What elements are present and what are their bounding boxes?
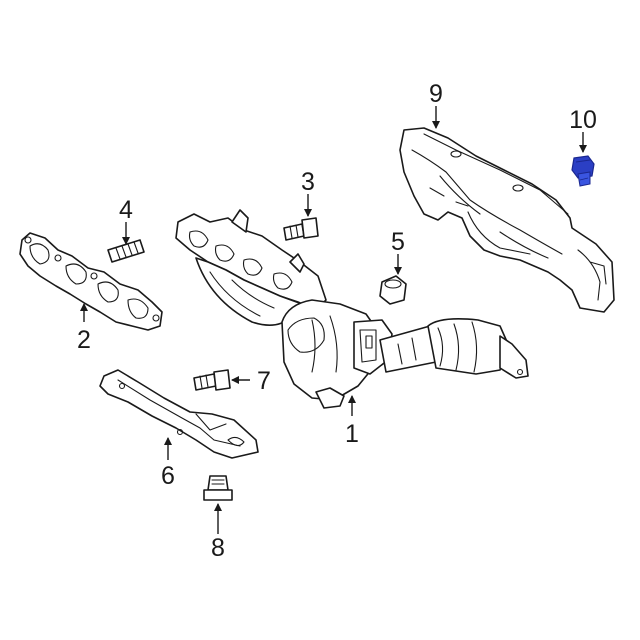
callout-6: 6 (161, 462, 175, 490)
part-2-manifold-gasket[interactable] (19, 232, 163, 331)
callout-lines (80, 106, 587, 534)
callout-1: 1 (345, 420, 359, 448)
callout-7: 7 (257, 367, 271, 395)
callout-4: 4 (119, 196, 133, 224)
part-10-bolt-highlighted[interactable] (571, 155, 595, 187)
part-6-lower-heat-shield[interactable] (99, 369, 259, 459)
part-1-exhaust-manifold-converter[interactable] (175, 209, 529, 409)
callout-10: 10 (569, 106, 597, 134)
part-7-bolt[interactable] (193, 369, 231, 391)
part-3-bolt[interactable] (283, 217, 319, 241)
callout-8: 8 (211, 534, 225, 562)
callout-3: 3 (301, 168, 315, 196)
part-9-upper-heat-shield[interactable] (399, 127, 615, 313)
callout-2: 2 (77, 326, 91, 354)
callout-5: 5 (391, 228, 405, 256)
callout-9: 9 (429, 80, 443, 108)
part-8-bolt[interactable] (203, 475, 233, 501)
part-5-nut[interactable] (379, 275, 407, 305)
